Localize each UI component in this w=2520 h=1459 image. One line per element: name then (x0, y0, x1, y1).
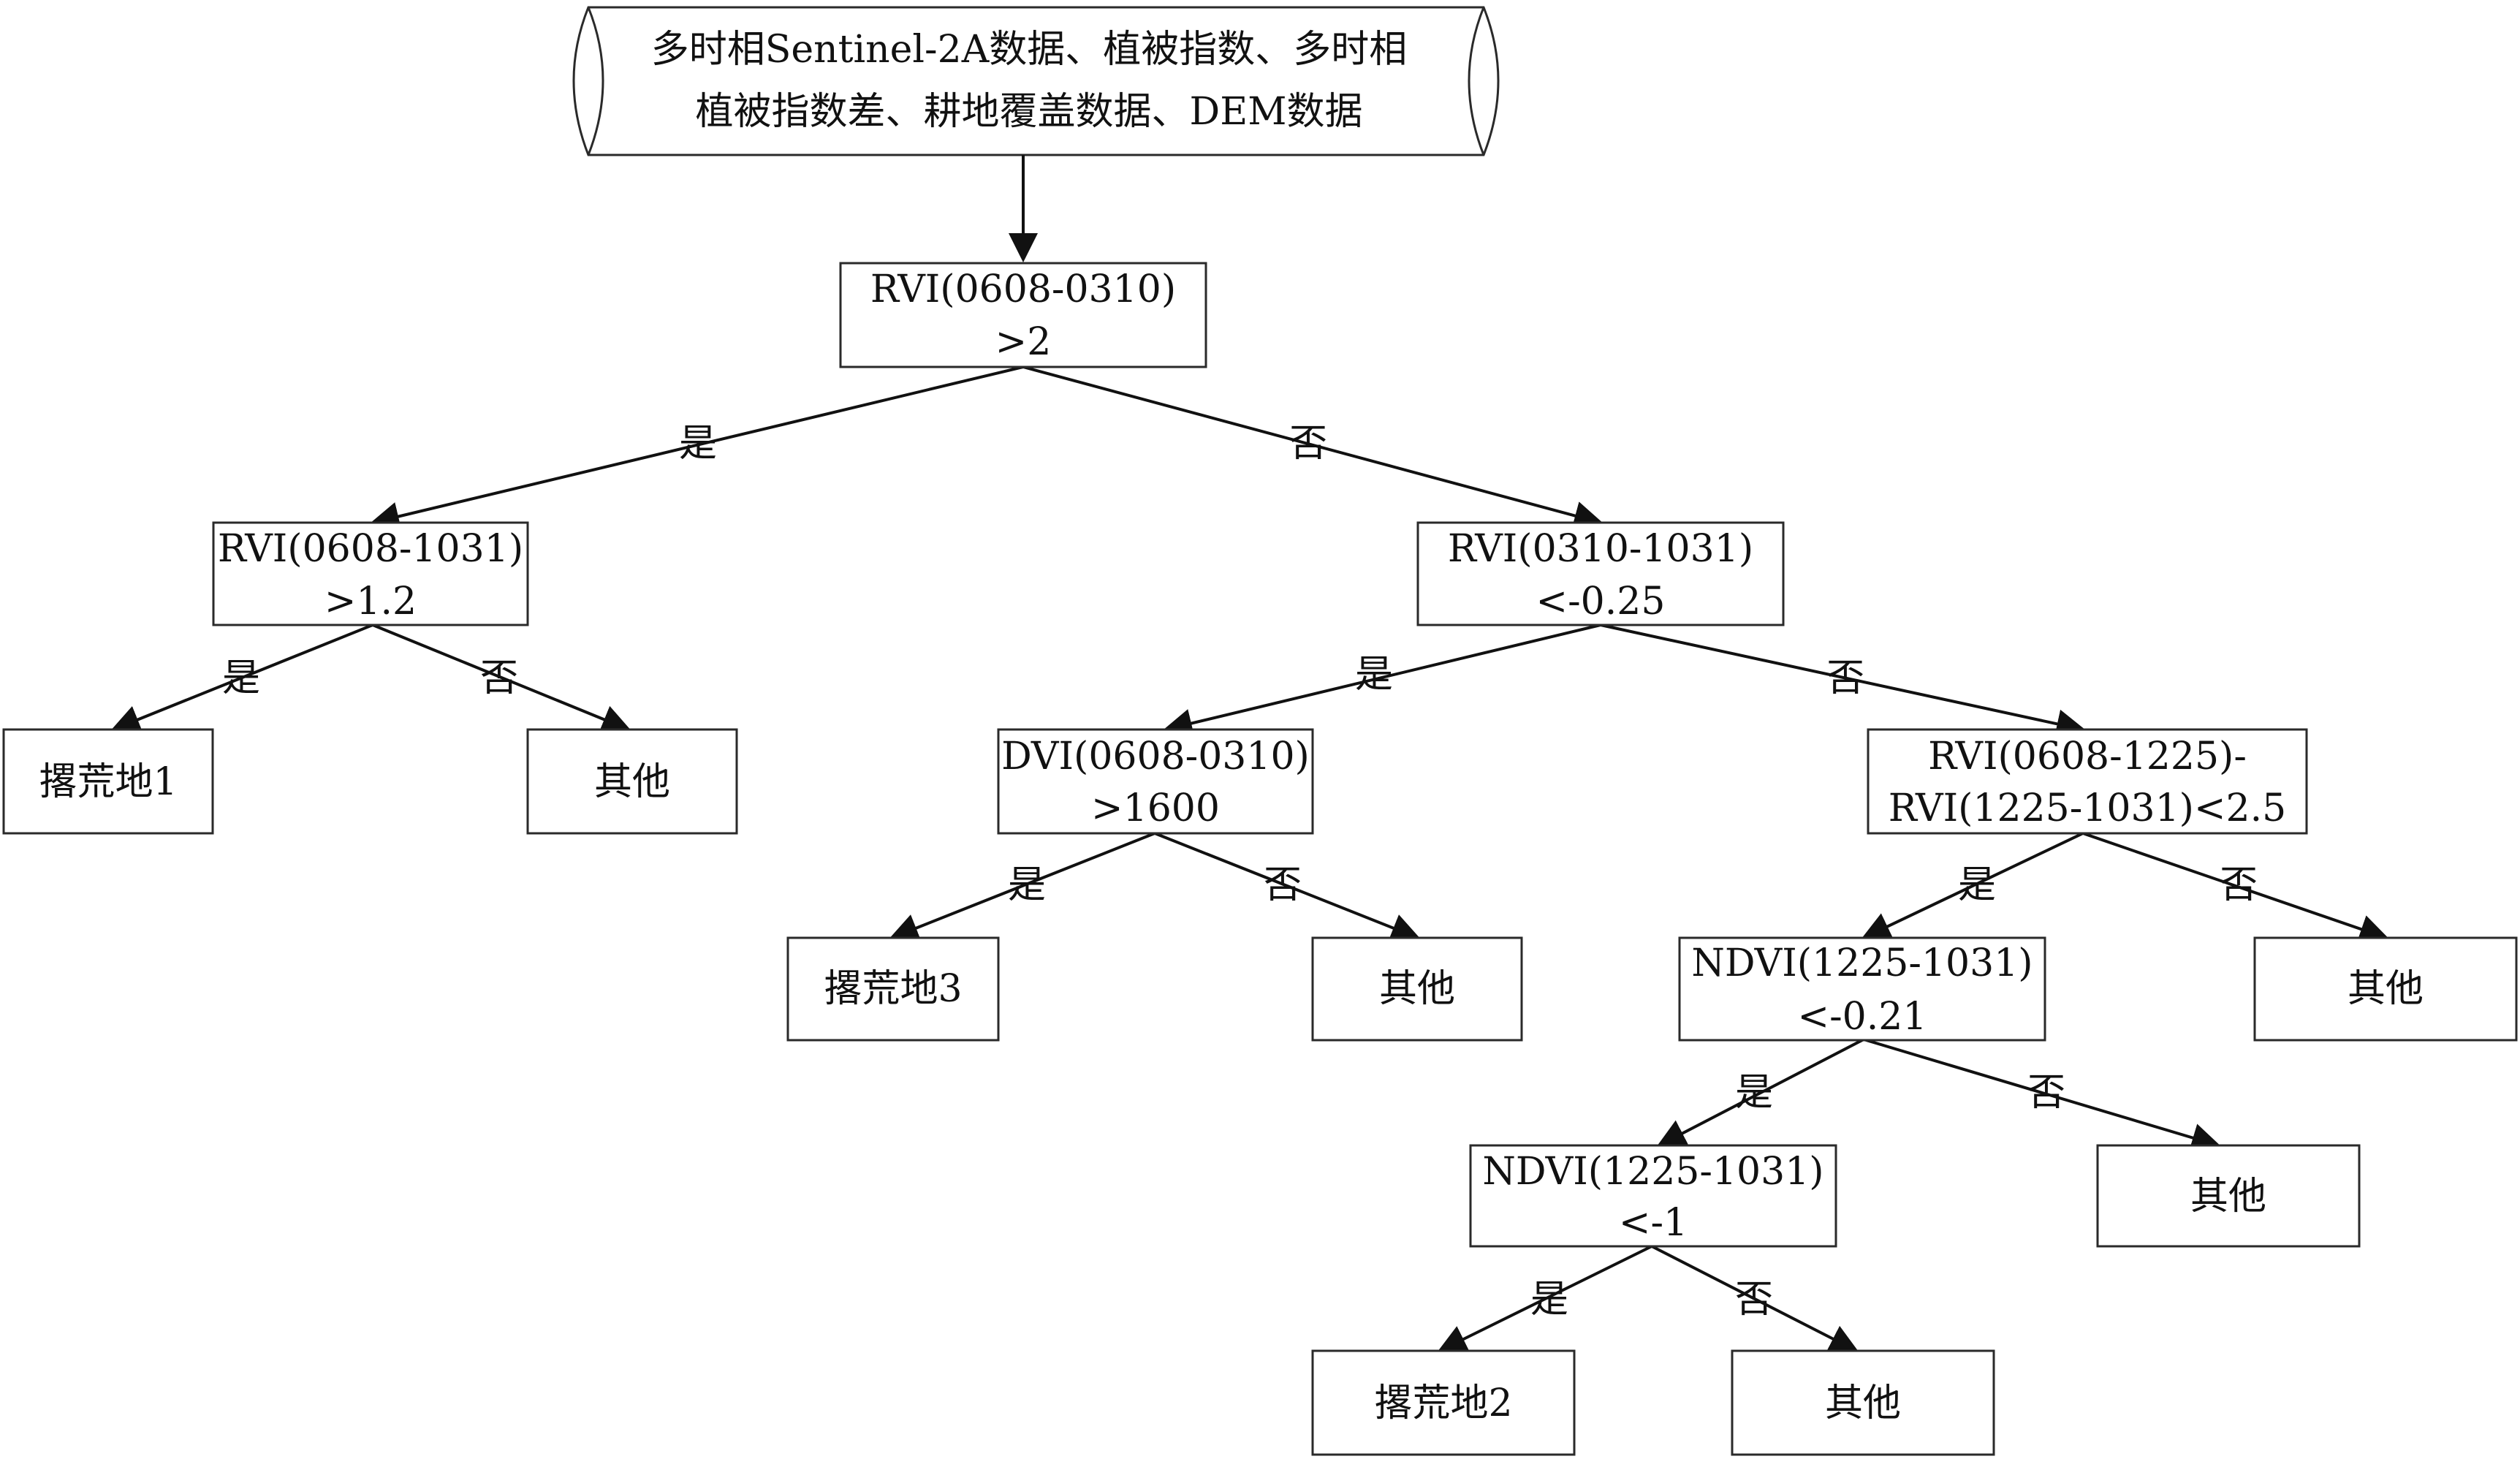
decision-node-n3: RVI(0310-1031) <-0.25 (1416, 521, 1785, 626)
leaf1-text: 撂荒地1 (39, 760, 177, 804)
source-text-line2: 植被指数差、耕地覆盖数据、DEM数据 (696, 90, 1363, 134)
source-data-node: 多时相Sentinel-2A数据、植被指数、多时相 植被指数差、耕地覆盖数据、D… (572, 6, 1500, 156)
label-yes-n4: 是 (1008, 863, 1046, 907)
edge-n1-n3 (1022, 365, 1604, 530)
leaf-node-abandoned-1: 撂荒地1 (2, 728, 214, 835)
edge-n7-leaf2 (1437, 1245, 1652, 1353)
n3-line2: <-0.25 (1536, 580, 1666, 624)
edge-n1-n2 (370, 365, 1024, 531)
edge-n4-leaf3 (889, 832, 1155, 942)
n1-line2: >2 (995, 320, 1052, 364)
leaf-node-other-2: 其他 (1311, 936, 1523, 1042)
label-yes-n7: 是 (1530, 1278, 1568, 1322)
edge-n4-other2 (1154, 832, 1421, 942)
leaf-node-abandoned-2: 撂荒地2 (1311, 1349, 1576, 1456)
edge-n6-n7 (1656, 1038, 1864, 1147)
decision-node-n7: NDVI(1225-1031) <-1 (1469, 1144, 1837, 1248)
other3-text: 其他 (2348, 967, 2424, 1011)
decision-node-n2: RVI(0608-1031) >1.2 (212, 521, 529, 626)
label-yes-n2: 是 (222, 656, 260, 700)
edge-n3-n5 (1600, 624, 2086, 738)
n3-line1: RVI(0310-1031) (1448, 527, 1753, 571)
leaf-node-other-5: 其他 (1731, 1349, 1995, 1456)
n4-line1: DVI(0608-0310) (1001, 735, 1310, 778)
other1-text: 其他 (594, 760, 670, 804)
other2-text: 其他 (1379, 967, 1455, 1011)
edge-n3-n4 (1163, 624, 1601, 738)
n6-line2: <-0.21 (1798, 995, 1927, 1039)
n6-line1: NDVI(1225-1031) (1691, 941, 2033, 985)
label-yes-n6: 是 (1735, 1071, 1773, 1115)
label-no-n4: 否 (1264, 863, 1302, 907)
decision-node-n1: RVI(0608-0310) >2 (839, 262, 1207, 368)
n1-line1: RVI(0608-0310) (870, 268, 1176, 311)
label-yes-n3: 是 (1355, 653, 1393, 697)
label-no-n1: 否 (1289, 422, 1327, 466)
n2-line1: RVI(0608-1031) (218, 527, 523, 571)
leaf-node-other-1: 其他 (526, 728, 738, 835)
label-yes-n5: 是 (1958, 863, 1996, 907)
leaf-node-other-4: 其他 (2096, 1144, 2361, 1248)
leaf2-text: 撂荒地2 (1374, 1382, 1512, 1425)
label-no-n6: 否 (2027, 1071, 2065, 1115)
source-text-line1: 多时相Sentinel-2A数据、植被指数、多时相 (651, 28, 1408, 72)
other5-text: 其他 (1825, 1382, 1901, 1425)
label-no-n2: 否 (480, 656, 518, 700)
decision-node-n6: NDVI(1225-1031) <-0.21 (1678, 936, 2046, 1042)
n2-line2: >1.2 (325, 580, 417, 624)
other4-text: 其他 (2190, 1175, 2266, 1219)
branch-labels: 是 否 是 否 是 否 是 否 是 否 是 否 是 否 (222, 422, 2258, 1322)
label-no-n7: 否 (1735, 1278, 1773, 1322)
leaf3-text: 撂荒地3 (824, 967, 962, 1011)
n7-line2: <-1 (1619, 1201, 1688, 1245)
label-yes-n1: 是 (679, 422, 717, 466)
edge-n5-other3 (2082, 832, 2389, 944)
tree-edges (110, 155, 2389, 1353)
n7-line1: NDVI(1225-1031) (1482, 1150, 1823, 1194)
n4-line2: >1600 (1091, 787, 1220, 830)
decision-node-n4: DVI(0608-0310) >1600 (997, 728, 1314, 835)
decision-node-n5: RVI(0608-1225)- RVI(1225-1031)<2.5 (1867, 728, 2308, 835)
label-no-n3: 否 (1826, 656, 1864, 700)
edge-n5-n6 (1861, 832, 2084, 940)
edge-n6-other4 (1863, 1038, 2221, 1152)
leaf-node-abandoned-3: 撂荒地3 (786, 936, 1000, 1042)
edge-n7-other5 (1651, 1245, 1859, 1352)
n5-line1: RVI(0608-1225)- (1928, 735, 2247, 778)
leaf-node-other-3: 其他 (2253, 936, 2518, 1042)
edge-n2-other1 (372, 624, 631, 733)
edge-n2-leaf1 (110, 624, 373, 734)
label-no-n5: 否 (2220, 863, 2258, 907)
n5-line2: RVI(1225-1031)<2.5 (1889, 787, 2286, 830)
